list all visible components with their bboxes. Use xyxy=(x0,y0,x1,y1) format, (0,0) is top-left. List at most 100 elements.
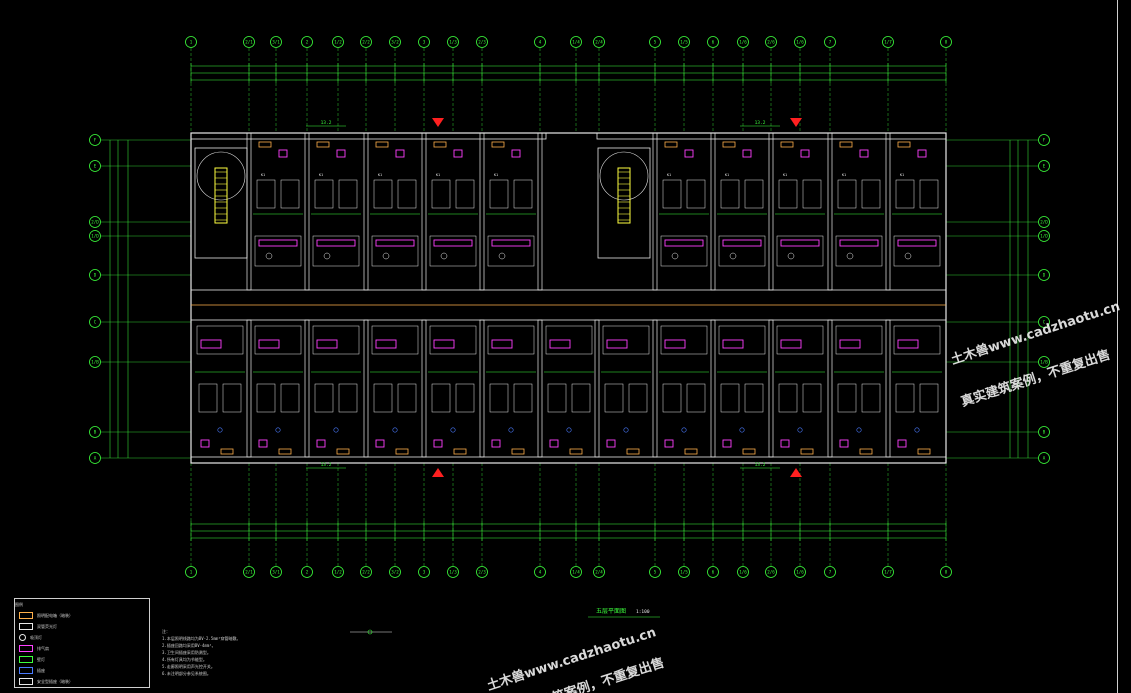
axis-label: F xyxy=(1043,138,1046,143)
panel-box xyxy=(800,448,814,455)
detail-ref: 13.2 xyxy=(321,462,332,468)
washbasin xyxy=(671,252,679,260)
fluorescent-lamp-icon xyxy=(19,623,33,630)
bathroom xyxy=(776,235,824,267)
axis-bubble xyxy=(185,36,197,48)
axis-label: 1/3 xyxy=(449,40,457,45)
ac-outlet xyxy=(200,439,210,448)
detail-ref: 13.2 xyxy=(755,462,766,468)
axis-label: 1 xyxy=(190,40,193,45)
axis-label: 7 xyxy=(829,40,832,45)
axis-label: 6 xyxy=(712,40,715,45)
partition-wall xyxy=(710,132,716,291)
bed xyxy=(513,179,533,209)
axis-bubble xyxy=(418,566,430,578)
axis-bubble xyxy=(593,566,605,578)
axis-label: B xyxy=(1043,430,1046,435)
axis-bubble xyxy=(940,566,952,578)
axis-bubble xyxy=(185,566,197,578)
axis-bubble xyxy=(1038,216,1050,228)
axis-bubble xyxy=(89,356,101,368)
axis-label: A xyxy=(1043,456,1046,461)
legend-item: 壁灯 xyxy=(15,654,149,665)
entry-arrow xyxy=(432,118,444,127)
panel-box xyxy=(453,448,467,455)
axis-label: 2 xyxy=(306,570,309,575)
axis-bubble xyxy=(89,269,101,281)
bathroom xyxy=(835,325,883,355)
axis-label: 3/2 xyxy=(391,570,399,575)
exhaust-fan xyxy=(316,239,356,247)
switch-symbol xyxy=(367,629,373,635)
bathroom xyxy=(718,325,766,355)
exhaust-fan xyxy=(722,239,762,247)
bed xyxy=(280,179,300,209)
axis-bubble xyxy=(447,36,459,48)
entry-arrow xyxy=(790,468,802,477)
ac-outlet xyxy=(511,149,521,158)
bathroom xyxy=(196,325,244,355)
axis-label: 1/7 xyxy=(884,40,892,45)
bed xyxy=(373,179,393,209)
bed xyxy=(802,383,822,413)
axis-label: E xyxy=(94,164,97,169)
partition-wall xyxy=(885,132,891,291)
ac-outlet xyxy=(664,439,674,448)
panel-box xyxy=(395,448,409,455)
bed xyxy=(314,383,334,413)
drawing-scale: 1:100 xyxy=(636,609,650,615)
exhaust-fan xyxy=(258,339,280,349)
axis-bubble xyxy=(89,452,101,464)
axis-label: C xyxy=(1043,320,1046,325)
bed xyxy=(513,383,533,413)
bed xyxy=(744,383,764,413)
stair-arc xyxy=(196,151,246,201)
partition-wall xyxy=(652,132,658,291)
axis-label: 1/5 xyxy=(680,570,688,575)
panel-box xyxy=(316,141,330,148)
partition-wall xyxy=(363,319,369,458)
exhaust-fan xyxy=(433,239,473,247)
axis-bubble xyxy=(1038,269,1050,281)
bathroom xyxy=(718,235,766,267)
ac-outlet xyxy=(316,439,326,448)
axis-bubble xyxy=(447,566,459,578)
partition-wall xyxy=(421,319,427,458)
axis-bubble xyxy=(476,36,488,48)
socket xyxy=(217,427,223,433)
panel-box xyxy=(897,141,911,148)
bed xyxy=(198,383,218,413)
axis-bubble xyxy=(1038,134,1050,146)
partition-wall xyxy=(304,319,310,458)
axis-label: 1/6 xyxy=(739,40,747,45)
legend-item: 双管荧光灯 xyxy=(15,621,149,632)
bed xyxy=(837,179,857,209)
axis-bubble xyxy=(940,36,952,48)
bed xyxy=(720,179,740,209)
wall-lamp-icon xyxy=(19,656,33,663)
socket xyxy=(450,427,456,433)
panel-box xyxy=(859,448,873,455)
washbasin xyxy=(323,252,331,260)
ac-outlet xyxy=(722,439,732,448)
axis-bubble xyxy=(270,566,282,578)
axis-bubble xyxy=(89,216,101,228)
axis-bubble xyxy=(1038,426,1050,438)
bathroom xyxy=(429,325,477,355)
detail-ref: 13.2 xyxy=(321,120,332,126)
partition-wall xyxy=(710,319,716,458)
axis-label: 2/2 xyxy=(362,570,370,575)
axis-bubble xyxy=(301,566,313,578)
axis-label: 1 xyxy=(190,570,193,575)
note-line: 4.所有灯具均为节能型。 xyxy=(162,657,207,662)
bathroom xyxy=(487,325,535,355)
bed xyxy=(861,179,881,209)
exhaust-fan xyxy=(433,339,455,349)
axis-label: 1/D xyxy=(1040,234,1048,239)
partition-wall xyxy=(479,319,485,458)
panel-box xyxy=(917,448,931,455)
washbasin xyxy=(265,252,273,260)
axis-bubble xyxy=(301,36,313,48)
